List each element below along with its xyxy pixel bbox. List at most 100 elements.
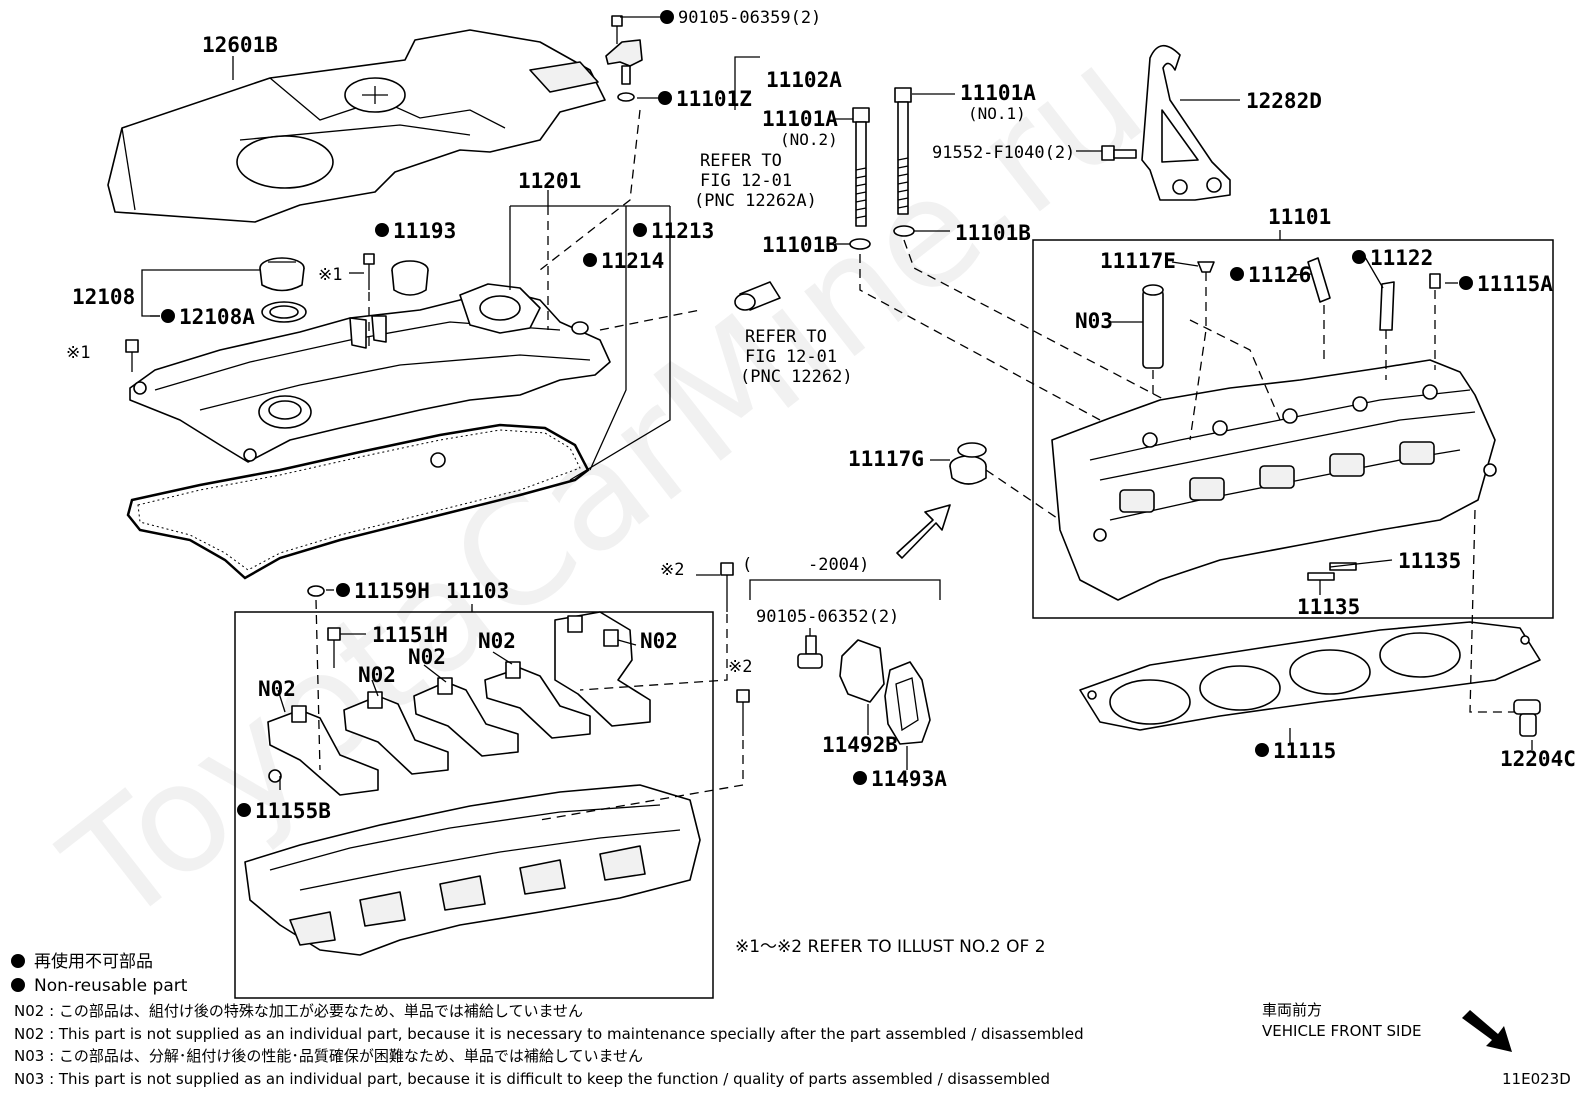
label-11101: 11101 — [1268, 205, 1331, 229]
bolt-mark1 — [363, 253, 375, 290]
head-cover-gasket — [126, 423, 590, 580]
bolt-90105-06352 — [797, 635, 823, 669]
sensor-12204C — [1513, 699, 1541, 737]
label-N02-b: N02 — [358, 663, 396, 687]
label-91552-f1040: 91552-F1040(2) — [932, 143, 1075, 163]
cam-position-sensor — [605, 15, 643, 102]
plug-11193 — [391, 260, 429, 296]
label-year-2004: -2004) — [808, 555, 869, 575]
label-11213: 11213 — [651, 219, 714, 243]
refer-2-line3: (PNC 12262) — [740, 367, 853, 387]
cylinder-head-gasket — [1079, 621, 1541, 731]
camshaft-housing-box — [234, 611, 714, 999]
front-en: VEHICLE FRONT SIDE — [1262, 1022, 1422, 1040]
label-11122: 11122 — [1370, 246, 1433, 270]
mark-1-left: ※1 — [66, 343, 90, 363]
note-n02-en: N02 : This part is not supplied as an in… — [14, 1025, 1084, 1043]
label-N03: N03 — [1075, 309, 1113, 333]
label-11115: 11115 — [1273, 739, 1336, 763]
label-12601B: 12601B — [202, 33, 278, 57]
cylinder-head — [1051, 359, 1497, 601]
head-bolt-no2 — [852, 107, 870, 227]
bolt-mark1-left — [125, 339, 139, 372]
bearing-cap-3 — [413, 677, 519, 757]
label-11193: 11193 — [393, 219, 456, 243]
engine-cover — [107, 29, 606, 223]
bolt-mark2-b — [736, 689, 750, 736]
bearing-cap-1 — [267, 705, 379, 796]
note-n03-jp: N03 : この部品は、分解･組付け後の性能･品質確保が困難なため、単品では補給… — [14, 1047, 643, 1065]
hanger-bolt — [1101, 145, 1137, 161]
label-11214: 11214 — [601, 249, 664, 273]
refer-2-line1: REFER TO — [745, 327, 827, 347]
legend-jp: 再使用不可部品 — [34, 951, 153, 972]
label-11159H: 11159H — [354, 579, 430, 603]
label-11135-b: 11135 — [1297, 595, 1360, 619]
note-n03-en: N03 : This part is not supplied as an in… — [14, 1070, 1050, 1088]
label-12108A: 12108A — [179, 305, 255, 329]
cover-plate-11492B — [839, 639, 885, 703]
pcv-hose — [734, 281, 781, 311]
bearing-cap-2 — [343, 691, 449, 775]
label-11151H: 11151H — [372, 623, 448, 647]
bearing-cap-4 — [484, 661, 591, 739]
label-11492B: 11492B — [822, 733, 898, 757]
pin-11115A — [1429, 273, 1441, 289]
label-N02-c: N02 — [408, 645, 446, 669]
pin-11135-b — [1307, 572, 1335, 581]
label-11101Z: 11101Z — [676, 87, 752, 111]
gasket-11493A — [884, 661, 931, 745]
label-11103: 11103 — [446, 579, 509, 603]
cylinder-head-box — [1032, 239, 1554, 619]
label-11101A-no1: 11101A — [960, 81, 1036, 105]
refer-2-line2: FIG 12-01 — [745, 347, 837, 367]
engine-hanger — [1141, 44, 1231, 201]
label-11201: 11201 — [518, 169, 581, 193]
label-11135-a: 11135 — [1398, 549, 1461, 573]
head-bolt-no1 — [894, 87, 912, 215]
refer-1-line1: REFER TO — [700, 151, 782, 171]
label-11102A: 11102A — [766, 68, 842, 92]
plug-11117E — [1197, 261, 1215, 273]
figure-code: 11E023D — [1502, 1070, 1571, 1088]
label-N02-e: N02 — [478, 629, 516, 653]
mark-2-b: ※2 — [728, 657, 752, 677]
filler-cap-gasket — [261, 301, 307, 323]
label-11117G: 11117G — [848, 447, 924, 471]
label-90105-06352: 90105-06352(2) — [756, 607, 899, 627]
mark-2-a: ※2 — [660, 560, 684, 580]
pin-11126 — [1307, 257, 1331, 303]
paren-open: ( — [742, 555, 752, 575]
label-90105-06359: 90105-06359(2) — [678, 8, 821, 28]
label-12108: 12108 — [72, 285, 135, 309]
plug-11159H — [307, 585, 325, 597]
note-n02-jp: N02 : この部品は、組付け後の特殊な加工が必要なため、単品では補給していませ… — [14, 1002, 583, 1020]
refer-1-line2: FIG 12-01 — [700, 171, 792, 191]
label-11101A-no2: 11101A — [762, 107, 838, 131]
label-no2: (NO.2) — [780, 130, 838, 149]
label-11117E: 11117E — [1100, 249, 1176, 273]
label-N02-a: N02 — [258, 677, 296, 701]
front-jp: 車両前方 — [1262, 1001, 1322, 1019]
leader-lines — [141, 16, 1533, 821]
label-11493A: 11493A — [871, 767, 947, 791]
legend-en: Non-reusable part — [34, 976, 188, 996]
plug-11155B — [268, 769, 282, 783]
bearing-cap-5 — [554, 611, 651, 727]
label-12204C: 12204C — [1500, 747, 1576, 771]
label-11101B-b: 11101B — [955, 221, 1031, 245]
bolt-11151H — [327, 627, 341, 668]
label-11155B: 11155B — [255, 799, 331, 823]
label-11126: 11126 — [1248, 263, 1311, 287]
callout-labels: 12601B 90105-06359(2) 11102A 11101Z 1110… — [66, 8, 1576, 823]
refer-1-line3: (PNC 12262A) — [694, 191, 817, 211]
label-no1: (NO.1) — [968, 104, 1026, 123]
front-arrow — [1462, 1010, 1512, 1052]
label-12282D: 12282D — [1246, 89, 1322, 113]
label-N02-d: N02 — [640, 629, 678, 653]
bush-N03 — [1142, 284, 1164, 369]
label-11101B-a: 11101B — [762, 233, 838, 257]
washer-11101B-a — [849, 238, 871, 250]
label-11115A: 11115A — [1477, 272, 1553, 296]
